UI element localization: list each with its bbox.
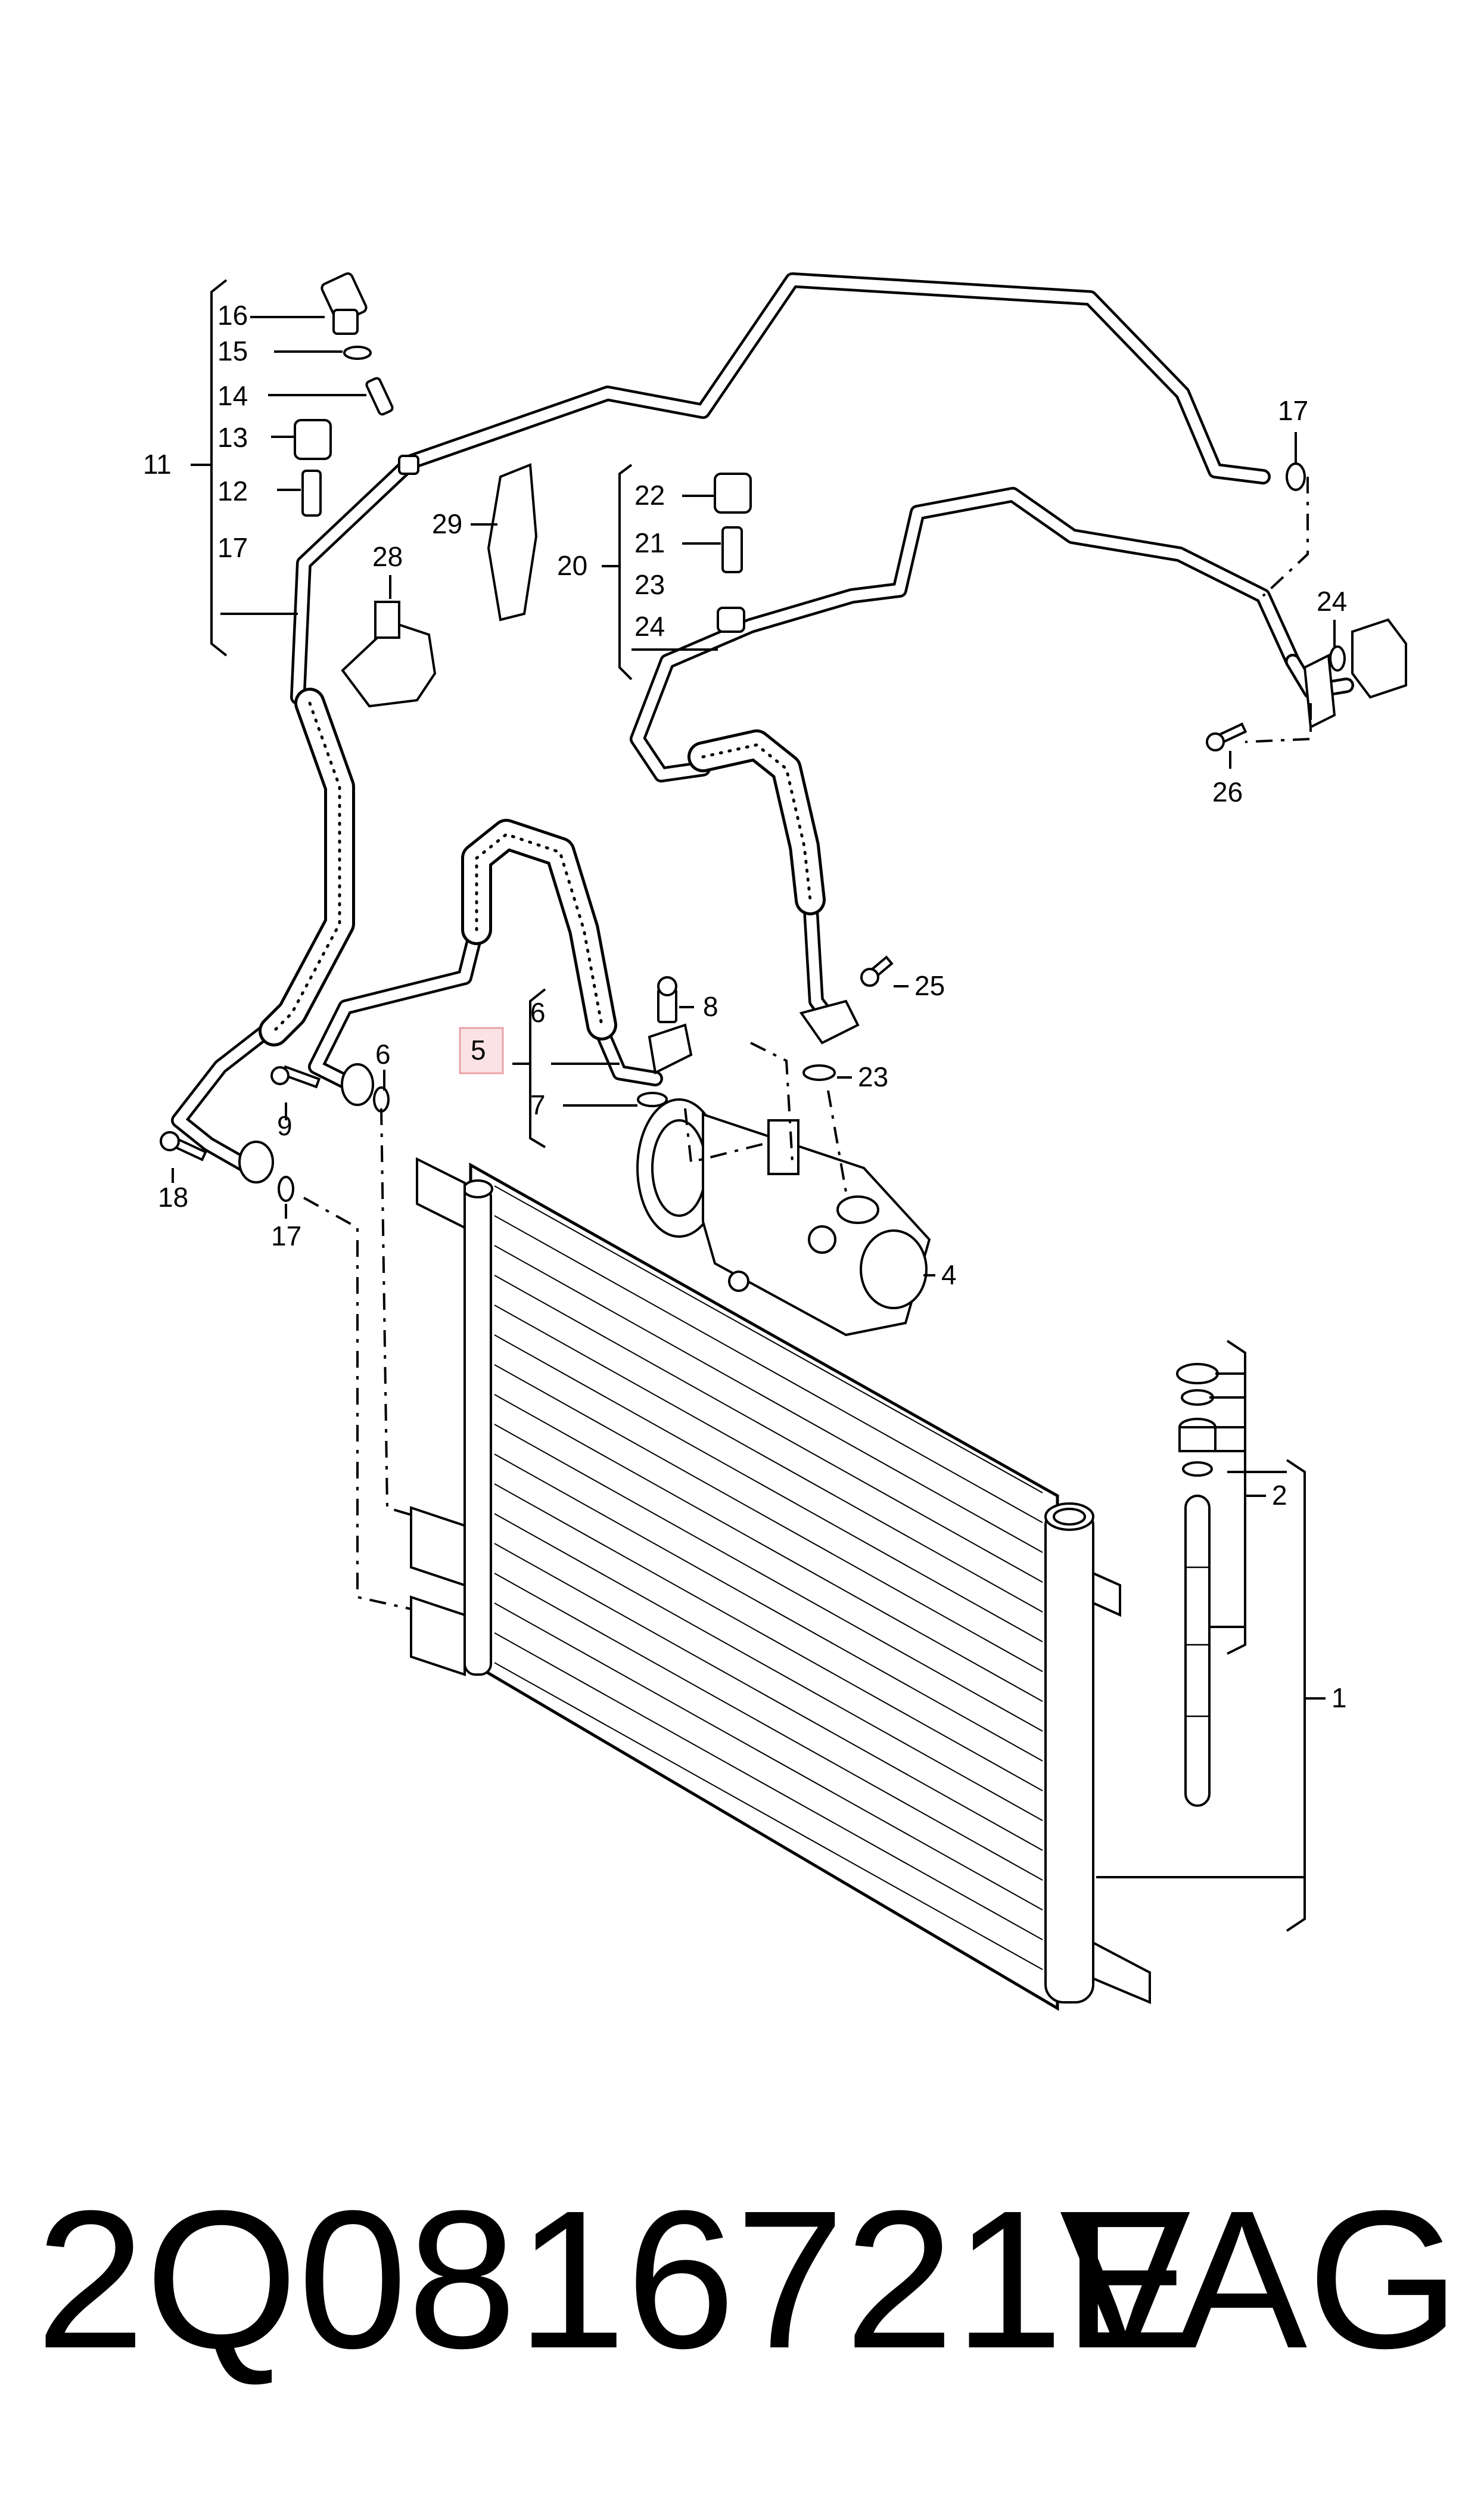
- callout-8: 8: [703, 991, 718, 1022]
- callout-13: 13: [217, 422, 248, 453]
- callout-29: 29: [432, 508, 462, 539]
- callout-22: 22: [634, 480, 665, 511]
- flexible-hoses: [259, 688, 826, 1046]
- callout-4: 4: [941, 1259, 957, 1290]
- leader-lines: [172, 279, 1336, 1932]
- callout-23-lower: 23: [858, 1061, 888, 1092]
- callout-labels: 16 15 14 13 11 12 17 28 29 22 20 21 23 2…: [143, 300, 1347, 1713]
- small-parts: [160, 272, 1407, 1202]
- callout-6-left: 6: [375, 1039, 391, 1070]
- callout-15: 15: [217, 336, 248, 366]
- refrigerant-lines: [171, 272, 1354, 1176]
- callout-7: 7: [530, 1089, 546, 1120]
- brand-name: VAG: [1059, 2169, 1460, 2389]
- ac-compressor: [636, 1098, 931, 1337]
- callout-28: 28: [372, 541, 403, 572]
- callout-16: 16: [217, 300, 248, 331]
- callout-20: 20: [557, 550, 587, 581]
- callout-18: 18: [158, 1182, 188, 1213]
- callout-23-top: 23: [634, 569, 665, 600]
- callout-21: 21: [634, 527, 665, 558]
- callout-24-right: 24: [1317, 586, 1347, 617]
- callout-14: 14: [217, 380, 248, 411]
- callout-1: 1: [1331, 1682, 1347, 1713]
- callout-25: 25: [914, 970, 945, 1001]
- callout-17-lower: 17: [271, 1220, 301, 1251]
- callout-11: 11: [143, 449, 172, 480]
- callout-12: 12: [217, 476, 248, 507]
- callout-2: 2: [1272, 1480, 1287, 1511]
- callout-24-top: 24: [634, 611, 665, 642]
- highlight-box-part-5: [459, 1027, 504, 1074]
- callout-26: 26: [1212, 776, 1243, 807]
- callout-17-left: 17: [217, 532, 248, 563]
- receiver-drier-parts: [1176, 1363, 1219, 1807]
- condenser-fins: [494, 1185, 1043, 1970]
- part-number: 2Q0816721E: [36, 2169, 1195, 2389]
- callout-9: 9: [277, 1110, 293, 1141]
- condenser: [410, 1157, 1151, 2011]
- callout-6-right: 6: [530, 997, 546, 1028]
- callout-5: 5: [471, 1035, 486, 1066]
- callout-17-right: 17: [1278, 395, 1308, 426]
